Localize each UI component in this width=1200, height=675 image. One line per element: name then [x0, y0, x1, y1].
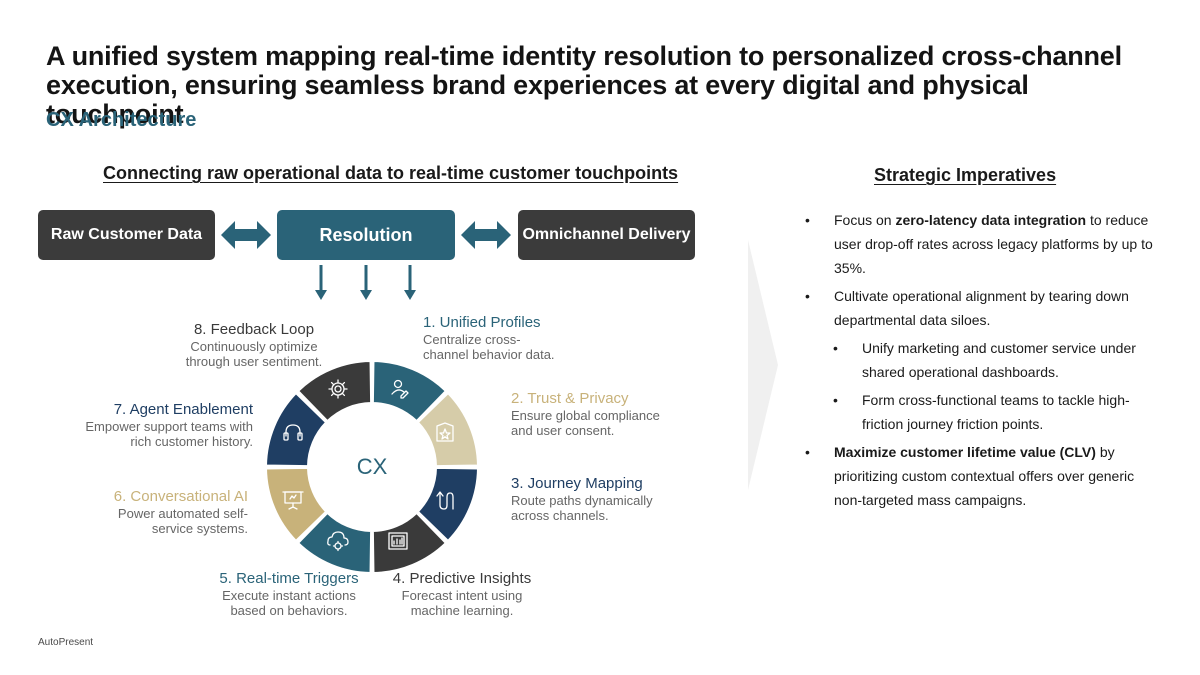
imperative-item: • Cultivate operational alignment by tear…	[805, 284, 1160, 332]
ring-segment-6	[264, 466, 328, 543]
bullet-dot: •	[805, 212, 810, 228]
step-desc: Continuously optimize through user senti…	[185, 339, 323, 369]
bullet-dot: •	[833, 392, 838, 408]
imperative-text: Unify marketing and customer service und…	[862, 340, 1136, 380]
bullet-dot: •	[805, 288, 810, 304]
imperative-item: • Unify marketing and customer service un…	[833, 336, 1160, 384]
step-journey-mapping: 3. Journey Mapping Route paths dynamical…	[511, 475, 681, 523]
divider-chevron	[748, 240, 778, 490]
resolution-block: Resolution	[277, 210, 455, 260]
footer-brand: AutoPresent	[38, 637, 94, 648]
step-title: 8. Feedback Loop	[193, 321, 315, 338]
bullet-dot: •	[833, 340, 838, 356]
step-desc: Execute instant actions based on behavio…	[222, 588, 356, 618]
step-title: 1. Unified Profiles	[423, 314, 541, 331]
imperative-item: • Form cross-functional teams to tackle h…	[833, 388, 1160, 436]
step-desc: Power automated self-service systems.	[117, 506, 248, 536]
step-title: 2. Trust & Privacy	[511, 390, 629, 407]
cx-cycle-ring: CX	[264, 359, 480, 575]
diagram-heading: Connecting raw operational data to real-…	[103, 163, 679, 183]
ring-segment-7	[264, 391, 328, 468]
chart-icon	[388, 532, 408, 550]
bidirectional-arrow-icon	[461, 221, 511, 249]
omnichannel-delivery-block: Omnichannel Delivery	[518, 210, 695, 260]
bullet-dot: •	[805, 444, 810, 460]
imperatives-heading: Strategic Imperatives	[874, 165, 1057, 185]
path-icon	[436, 491, 454, 510]
step-conversational-ai: 6. Conversational AI Power automated sel…	[78, 488, 248, 536]
down-arrow-icon	[360, 265, 372, 300]
step-title: 7. Agent Enablement	[113, 401, 253, 418]
imperatives-list: •Focus on zero-latency data integration …	[805, 208, 1160, 516]
imperative-emphasis: zero-latency data integration	[895, 212, 1087, 228]
imperative-item: •Maximize customer lifetime value (CLV) …	[805, 440, 1160, 512]
step-desc: Route paths dynamically across channels.	[511, 493, 653, 523]
step-predictive-insights: 4. Predictive Insights Forecast intent u…	[392, 570, 532, 618]
raw-customer-data-block: Raw Customer Data	[38, 210, 215, 260]
step-desc: Ensure global compliance and user consen…	[511, 408, 660, 438]
imperative-text: by prioritizing custom contextual offers…	[834, 444, 1135, 508]
ring-segment-5	[296, 511, 373, 575]
slide-title: A unified system mapping real-time ident…	[46, 41, 1122, 129]
imperative-text: Cultivate operational alignment by teari…	[834, 288, 1129, 328]
ring-segment-1	[371, 359, 448, 423]
user-edit-icon	[391, 379, 409, 399]
ring-segment-4	[371, 511, 448, 575]
headset-icon	[283, 424, 303, 441]
down-arrow-icon	[404, 265, 416, 300]
presentation-icon	[282, 491, 304, 510]
step-desc: Empower support teams with rich customer…	[85, 419, 253, 449]
cloud-gear-icon	[327, 531, 349, 552]
ring-segment-2	[416, 391, 480, 468]
step-desc: Forecast intent using machine learning.	[401, 588, 523, 618]
imperative-emphasis: Maximize customer lifetime value (CLV)	[834, 444, 1096, 460]
step-title: 4. Predictive Insights	[392, 570, 532, 587]
shield-star-icon	[436, 422, 454, 442]
step-desc: Centralize cross-channel behavior data.	[423, 332, 555, 362]
step-unified-profiles: 1. Unified Profiles Centralize cross-cha…	[423, 314, 593, 362]
step-feedback-loop: 8. Feedback Loop Continuously optimize t…	[175, 321, 333, 369]
step-title: 6. Conversational AI	[113, 488, 248, 505]
imperative-text: to reduce user drop-off rates across leg…	[834, 212, 1153, 276]
gear-icon	[328, 379, 348, 399]
cx-center-label: CX	[357, 454, 388, 479]
step-realtime-triggers: 5. Real-time Triggers Execute instant ac…	[215, 570, 363, 618]
imperative-text: Form cross-functional teams to tackle hi…	[862, 392, 1130, 432]
imperative-item: •Focus on zero-latency data integration …	[805, 208, 1160, 280]
down-arrow-icon	[315, 265, 327, 300]
step-trust-privacy: 2. Trust & Privacy Ensure global complia…	[511, 390, 681, 438]
bidirectional-arrow-icon	[221, 221, 271, 249]
ring-segment-3	[416, 466, 480, 543]
ring-segment-8	[296, 359, 373, 423]
imperative-text: Focus on	[834, 212, 896, 228]
slide-subtitle: CX Architecture	[46, 109, 197, 131]
step-title: 5. Real-time Triggers	[219, 570, 359, 587]
step-agent-enablement: 7. Agent Enablement Empower support team…	[73, 401, 253, 449]
step-title: 3. Journey Mapping	[511, 475, 643, 492]
